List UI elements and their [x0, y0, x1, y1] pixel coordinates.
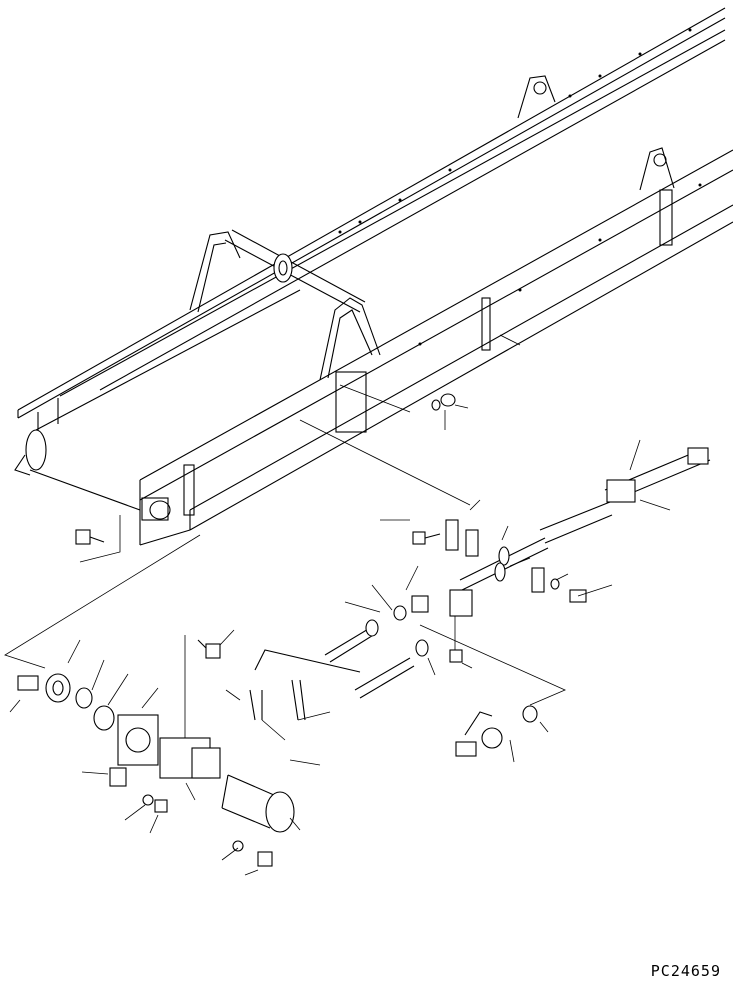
support-yoke-right [639, 147, 675, 191]
callout-leaders [9, 404, 613, 876]
hose-fittings-middle [445, 519, 549, 617]
cross-shaft [224, 229, 366, 313]
conveyor-belt [14, 289, 301, 511]
frame-holes [338, 28, 702, 346]
hydraulic-cylinder [539, 439, 711, 544]
front-conveyor-frame [139, 149, 733, 546]
bracket-posts [183, 189, 673, 516]
drive-motor [117, 635, 295, 833]
support-yoke-top [517, 75, 556, 119]
hose-assemblies [249, 595, 429, 721]
bearing-parts [17, 673, 127, 787]
check-valve [419, 616, 566, 757]
rear-conveyor-frame [17, 7, 726, 440]
drive-end-pulley [141, 497, 171, 521]
drawing-reference-code: PC24659 [650, 962, 721, 980]
support-yoke-center [319, 297, 381, 381]
bolts-and-nuts [75, 393, 587, 867]
leader-lines [4, 334, 521, 669]
